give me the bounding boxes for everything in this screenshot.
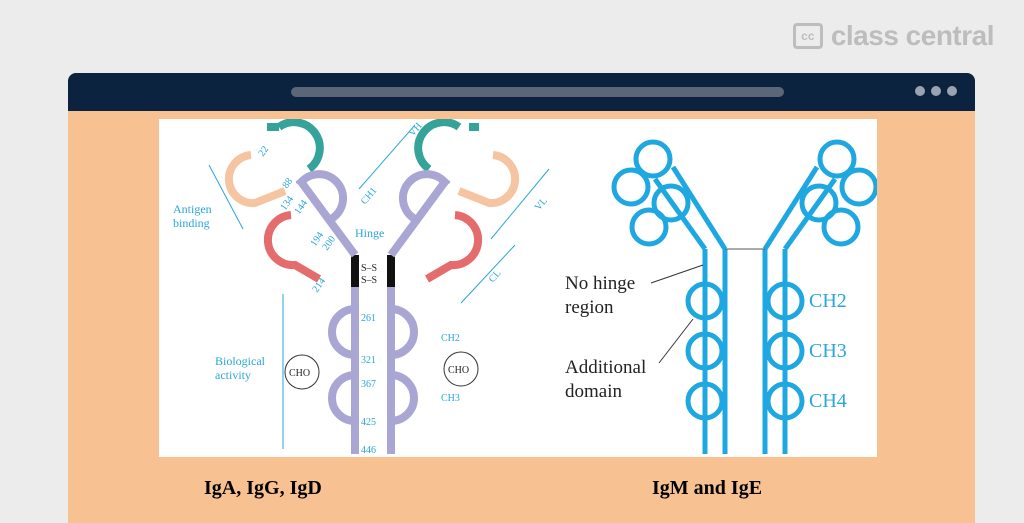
window-menu-dots[interactable] [915,86,957,96]
ch2-loop-right [765,281,805,321]
browser-titlebar [68,73,975,111]
residue-label: 321 [361,355,376,366]
caption-iga-igg-igd: IgA, IgG, IgD [204,477,322,499]
dot-icon [947,86,957,96]
antigen-label: Antigen [173,202,212,216]
ch2-label: CH2 [809,290,847,312]
arm-right-outer [782,177,838,251]
activity-label: activity [215,368,251,382]
cl-domain-right [424,211,483,283]
ch4-loop-left [685,381,725,421]
arm-left-inner [670,165,728,251]
ch3-loop-right [765,331,805,371]
disulfide-bond-2: S–S [361,275,377,286]
caption-igm-ige: IgM and IgE [652,477,763,499]
hinge-left [351,255,359,287]
class-central-logo: cc class central [792,20,995,52]
disulfide-bond-1: S–S [361,263,377,274]
residue-label: 446 [361,445,376,456]
antigen-arrow [208,164,244,230]
vl-loop-left [611,167,651,207]
ch4-label: CH4 [809,390,847,412]
residue-label: 22 [256,144,271,159]
domain-label: domain [565,381,622,402]
residue-label: 261 [361,313,376,324]
cho-circle-left [284,354,320,390]
residue-label: 425 [361,417,376,428]
brand-name: class central [830,20,995,51]
igg-structure-diagram: CHO CHO S–S S–S Antigen binding Hinge Bi… [159,119,555,457]
additional-label: Additional [565,357,646,378]
vh-loop-left [633,139,673,179]
ch2-domain-left [328,305,356,359]
ch2-loop-left [685,281,725,321]
ch3-domain-left [328,371,356,425]
cl-label: CL [487,268,504,285]
no-hinge-label: No hinge [565,273,635,294]
address-bar[interactable] [291,87,784,97]
cho-label-right: CHO [448,365,469,376]
vh-loop-right [817,139,857,179]
vl-label: VL [533,196,550,213]
vl-domain-left [224,151,287,208]
ch4-loop-right [765,381,805,421]
ch2-label: CH2 [441,333,460,344]
vl-arrow [490,168,550,240]
vh-domain-right [414,119,479,173]
arm-left-outer [652,177,708,251]
ch3-loop-left [685,331,725,371]
vl-loop-right [839,167,877,207]
ch3-domain-right [390,371,418,425]
dot-icon [915,86,925,96]
vl-domain-right [457,151,520,208]
cl-arrow [460,244,516,304]
cc-logo-icon: cc [792,23,823,49]
biological-label: Biological [215,354,266,368]
cho-label-left: CHO [289,368,310,379]
browser-window: CHO CHO S–S S–S Antigen binding Hinge Bi… [68,73,975,523]
hinge-right [387,255,395,287]
cl-loop-left [629,207,669,247]
binding-label: binding [173,216,210,230]
ch1-domain-right [398,170,451,223]
cl-domain-left [263,211,322,283]
additional-domain-pointer [658,318,694,364]
residue-label: 367 [361,379,376,390]
ch2-domain-right [390,305,418,359]
hinge-label: Hinge [355,226,384,240]
region-label: region [565,297,614,318]
ch1-loop-right [799,183,839,223]
no-hinge-pointer [650,264,704,284]
ch3-label: CH3 [809,340,847,362]
dot-icon [931,86,941,96]
igg-structure-svg: CHO CHO S–S S–S Antigen binding Hinge Bi… [173,119,550,456]
igm-ige-structure-diagram: No hinge region Additional domain CH2 CH… [555,119,877,457]
igm-ige-structure-svg: No hinge region Additional domain CH2 CH… [565,139,877,454]
vh-arrow [358,124,416,190]
heavy-arm-right [387,176,451,258]
heavy-arm-left [295,176,359,258]
ch1-loop-left [651,183,691,223]
ch1-domain-left [295,170,348,223]
ch1-label: CH1 [359,185,380,207]
cho-circle-right [443,351,479,387]
cl-loop-right [821,207,861,247]
vh-domain-left [267,119,324,173]
ch3-label: CH3 [441,393,460,404]
arm-right-inner [762,165,820,251]
